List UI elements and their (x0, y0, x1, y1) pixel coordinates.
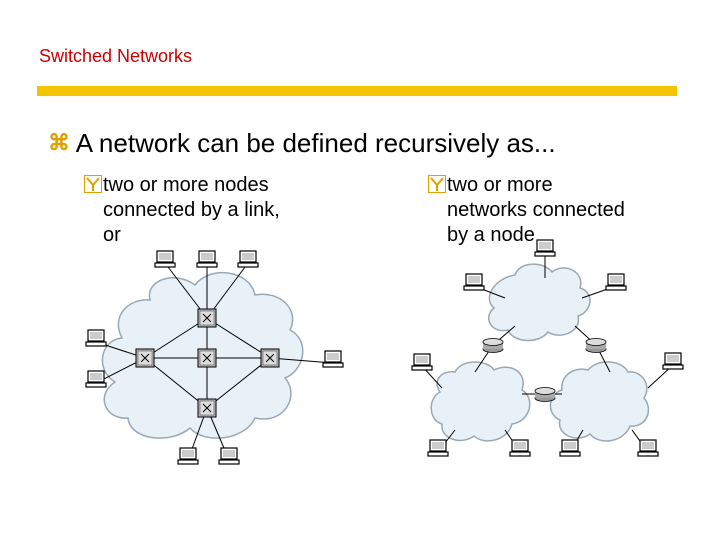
computer-icon (559, 439, 581, 457)
switch-icon (260, 348, 280, 368)
computer-icon (411, 353, 433, 371)
router-icon (534, 387, 556, 402)
computer-icon (637, 439, 659, 457)
computer-icon (237, 250, 259, 268)
main-bullet-text: A network can be defined recursively as.… (75, 128, 556, 158)
switch-icon (197, 398, 217, 418)
right-sub-line2: networks connected (447, 199, 625, 221)
right-sub-line3: by a node (447, 224, 535, 246)
main-bullet: ⌘ A network can be defined recursively a… (48, 128, 556, 159)
z-bullet-icon: ⌘ (48, 130, 70, 155)
computer-icon (662, 352, 684, 370)
router-icon (482, 338, 504, 353)
y-bullet-icon (428, 175, 446, 193)
computer-icon (85, 329, 107, 347)
left-sub-line1: two or more nodes (103, 174, 269, 196)
switch-icon (197, 348, 217, 368)
computer-icon (196, 250, 218, 268)
computer-icon (322, 350, 344, 368)
computer-icon (463, 273, 485, 291)
left-sub-bullet: two or more nodes connected by a link, o… (84, 173, 324, 248)
right-sub-bullet: two or more networks connected by a node (428, 173, 678, 248)
left-sub-line2: connected by a link, (103, 199, 280, 221)
router-icon (585, 338, 607, 353)
left-sub-line3: or (103, 224, 121, 246)
switch-icon (135, 348, 155, 368)
computer-icon (85, 370, 107, 388)
network-cloud (488, 263, 591, 342)
computer-icon (427, 439, 449, 457)
internetwork-diagram (411, 239, 684, 457)
slide-title: Switched Networks (39, 46, 193, 66)
title-rule (37, 86, 677, 96)
computer-icon (177, 447, 199, 465)
computer-icon (218, 447, 240, 465)
computer-icon (534, 239, 556, 257)
right-sub-line1: two or more (447, 174, 553, 196)
computer-icon (509, 439, 531, 457)
y-bullet-icon (84, 175, 102, 193)
computer-icon (605, 273, 627, 291)
network-cloud (430, 361, 531, 442)
switch-icon (197, 308, 217, 328)
computer-icon (154, 250, 176, 268)
network-cloud (549, 361, 650, 442)
